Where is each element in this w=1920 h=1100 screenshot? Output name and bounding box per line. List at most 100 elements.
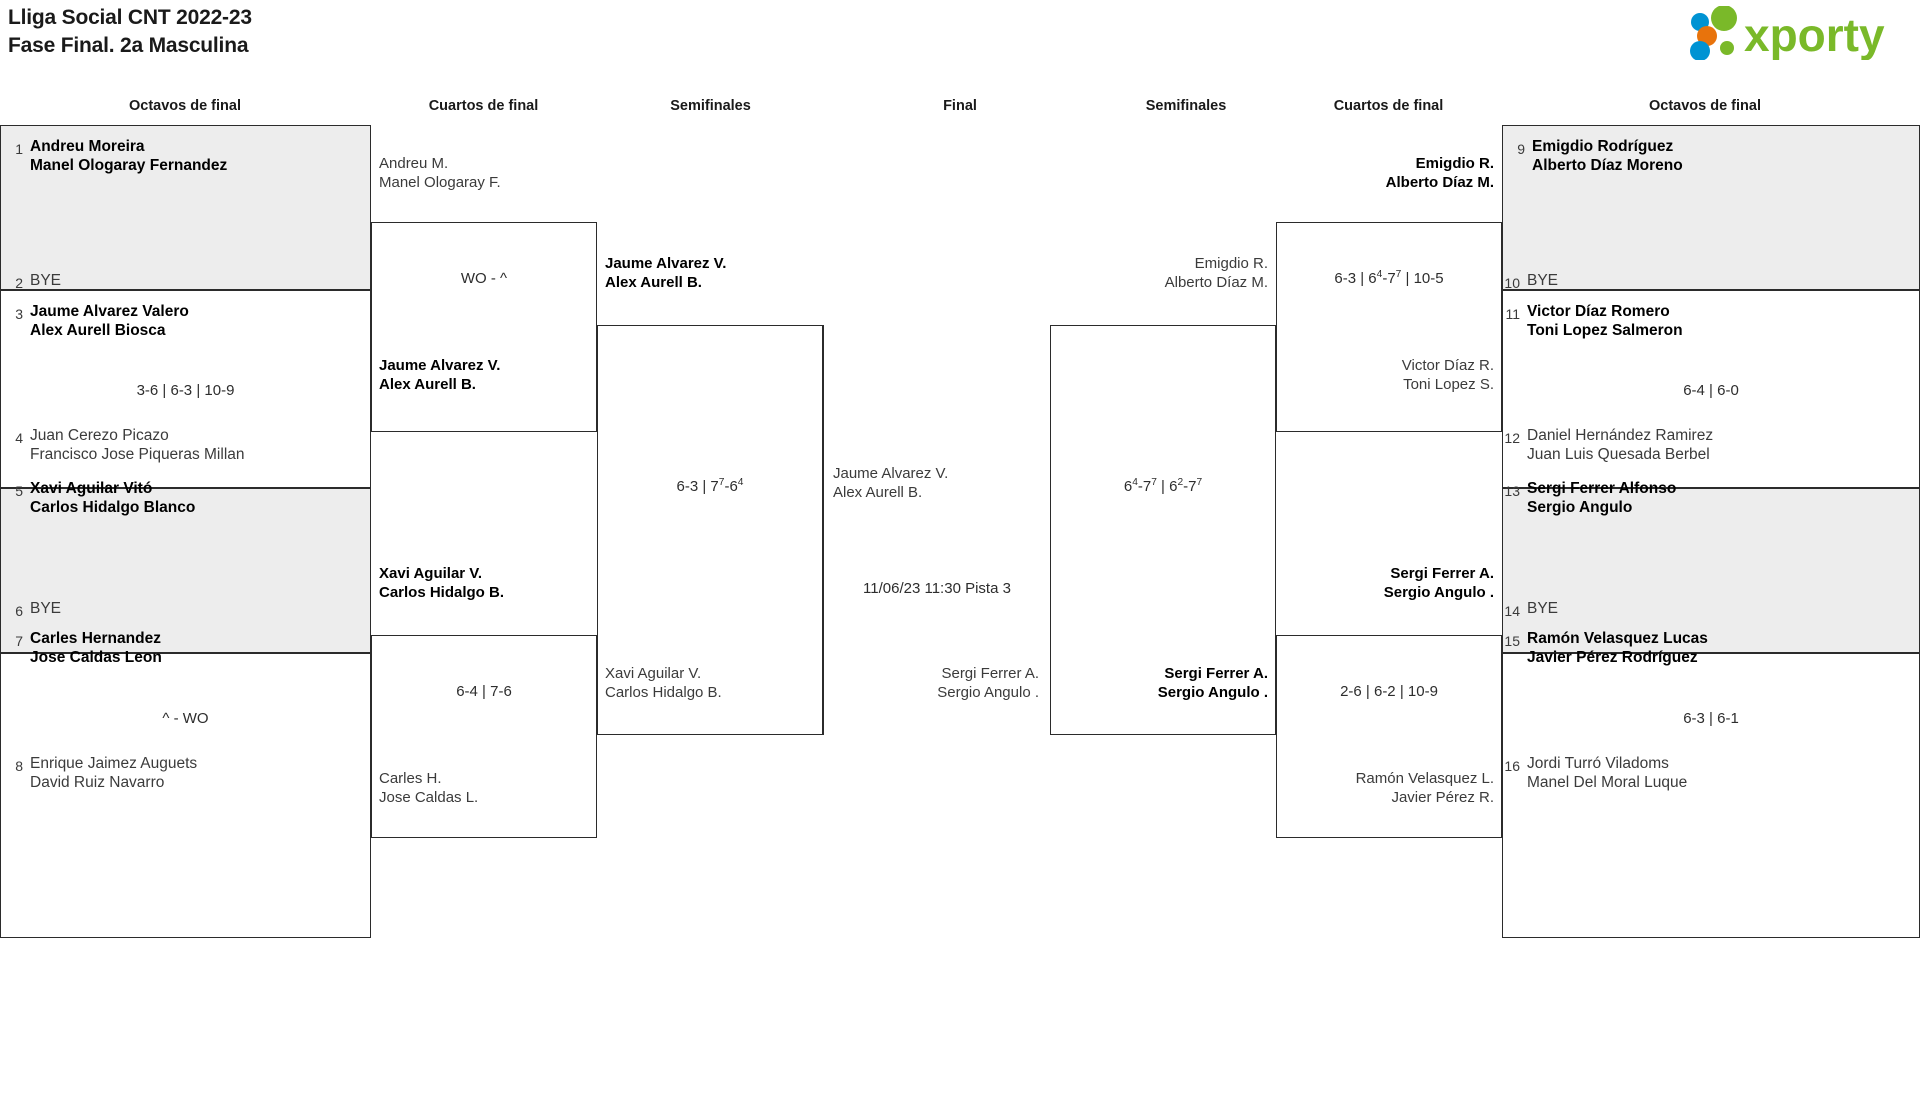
match-box-lq2[interactable] [371, 635, 597, 838]
match-box-l2[interactable] [0, 290, 371, 488]
player-name-1: Daniel Hernández Ramirez [1527, 427, 1714, 444]
player-name-1: Enrique Jaimez Auguets [30, 755, 198, 772]
player-name-1: Emigdio R. [1415, 155, 1494, 172]
match-box-l1[interactable] [0, 125, 371, 290]
player-name-1: Ramón Velasquez Lucas [1527, 630, 1708, 647]
round-header-octavos-right: Octavos de final [1648, 98, 1761, 114]
match-score-final: 11/06/23 11:30 Pista 3 [863, 580, 1011, 597]
title-line-1: Lliga Social CNT 2022-23 [8, 6, 252, 29]
entrant-seed-6[interactable]: 6 BYE [6, 600, 61, 620]
final-top[interactable]: Jaume Alvarez V. Alex Aurell B. [833, 465, 948, 503]
player-name-2: Sergio Angulo . [1157, 683, 1268, 701]
score-text: 64-77 | 62-77 [1123, 477, 1203, 495]
page-title: Lliga Social CNT 2022-23 Fase Final. 2a … [8, 4, 252, 60]
seed-number: 10 [1504, 275, 1520, 291]
player-name-1: Ramón Velasquez L. [1355, 770, 1494, 787]
player-name-2: Carlos Hidalgo Blanco [30, 498, 196, 516]
entrant-seed-1[interactable]: 1 Andreu Moreira Manel Ologaray Fernande… [6, 138, 227, 176]
entrant-seed-2[interactable]: 2 BYE [6, 272, 61, 292]
seed-number: 7 [15, 633, 23, 649]
entrant-seed-13[interactable]: 13 Sergi Ferrer Alfonso Sergio Angulo [1503, 480, 1676, 518]
semifinal-right-top[interactable]: Emigdio R. Alberto Díaz M. [1050, 255, 1268, 293]
seed-number: 11 [1505, 306, 1520, 322]
cuartos-left-1-bottom[interactable]: Jaume Alvarez V. Alex Aurell B. [379, 357, 500, 395]
player-name-1: Sergi Ferrer A. [941, 665, 1039, 682]
player-name-2: Alex Aurell B. [833, 483, 923, 501]
score-text: 2-6 | 6-2 | 10-9 [1340, 683, 1438, 700]
player-name-1: Andreu Moreira [30, 138, 145, 155]
match-box-lq1[interactable] [371, 222, 597, 432]
entrant-seed-14[interactable]: 14 BYE [1503, 600, 1558, 620]
player-name-1: Juan Cerezo Picazo [30, 427, 169, 444]
seed-number: 13 [1504, 483, 1520, 499]
round-header-semis-left: Semifinales [670, 98, 751, 114]
seed-number: 3 [15, 306, 23, 322]
cuartos-left-1-top[interactable]: Andreu M. Manel Ologaray F. [379, 155, 501, 193]
player-name-1: Jaume Alvarez V. [379, 357, 501, 374]
seed-number: 12 [1504, 430, 1520, 446]
match-box-rq2[interactable] [1276, 635, 1502, 838]
match-box-rs1[interactable] [1050, 325, 1276, 735]
player-name-2: Toni Lopez Salmeron [1527, 321, 1683, 339]
cuartos-left-2-top[interactable]: Xavi Aguilar V. Carlos Hidalgo B. [379, 565, 504, 603]
entrant-seed-8[interactable]: 8 Enrique Jaimez Auguets David Ruiz Nava… [6, 755, 197, 793]
cuartos-right-2-bottom[interactable]: Ramón Velasquez L. Javier Pérez R. [1276, 770, 1494, 808]
entrant-seed-11[interactable]: 11 Victor Díaz Romero Toni Lopez Salmero… [1503, 303, 1683, 341]
cuartos-right-1-top[interactable]: Emigdio R. Alberto Díaz M. [1276, 155, 1494, 193]
match-score-rs1: 64-77 | 62-77 [1050, 477, 1276, 496]
match-box-rq1[interactable] [1276, 222, 1502, 432]
player-name-2: Manel Ologaray Fernandez [30, 156, 228, 174]
match-box-ls1[interactable] [597, 325, 823, 735]
seed-number: 16 [1504, 758, 1520, 774]
player-name-1: Jaume Alvarez V. [605, 255, 727, 272]
score-text: 6-3 | 64-77 | 10-5 [1334, 269, 1444, 287]
match-box-r3[interactable] [1502, 488, 1920, 653]
seed-number: 2 [15, 275, 23, 291]
final-connector-left [823, 325, 824, 735]
final-bottom[interactable]: Sergi Ferrer A. Sergio Angulo . [824, 665, 1039, 703]
player-name-2: Alberto Díaz M. [1164, 273, 1268, 291]
player-name-2: Jose Caldas L. [379, 788, 479, 806]
player-name-1: Emigdio Rodríguez [1532, 138, 1674, 155]
cuartos-left-2-bottom[interactable]: Carles H. Jose Caldas L. [379, 770, 478, 808]
player-name-2: David Ruiz Navarro [30, 773, 165, 791]
entrant-seed-5[interactable]: 5 Xavi Aguilar Vitó Carlos Hidalgo Blanc… [6, 480, 195, 518]
semifinal-left-bottom[interactable]: Xavi Aguilar V. Carlos Hidalgo B. [605, 665, 722, 703]
player-name-2: Javier Pérez Rodríguez [1527, 648, 1698, 666]
seed-number: 9 [1517, 141, 1525, 157]
cuartos-right-2-top[interactable]: Sergi Ferrer A. Sergio Angulo . [1276, 565, 1494, 603]
xporty-logo[interactable]: xporty [1680, 6, 1910, 60]
entrant-seed-9[interactable]: 9 Emigdio Rodríguez Alberto Díaz Moreno [1508, 138, 1683, 176]
player-name-1: Xavi Aguilar Vitó [30, 480, 153, 497]
score-text: 6-3 | 77-64 [676, 477, 744, 495]
entrant-seed-4[interactable]: 4 Juan Cerezo Picazo Francisco Jose Piqu… [6, 427, 244, 465]
entrant-seed-12[interactable]: 12 Daniel Hernández Ramirez Juan Luis Qu… [1503, 427, 1713, 465]
player-name-2: Jose Caldas Leon [30, 648, 162, 666]
match-score-ls1: 6-3 | 77-64 [597, 477, 823, 496]
player-name-2: Alberto Díaz M. [1385, 173, 1494, 191]
player-name-2: Alex Aurell B. [379, 375, 476, 393]
match-box-r1[interactable] [1502, 125, 1920, 290]
player-name-2: Carlos Hidalgo B. [605, 683, 722, 701]
player-name-1: Jaume Alvarez V. [833, 465, 949, 482]
entrant-seed-16[interactable]: 16 Jordi Turró Viladoms Manel Del Moral … [1503, 755, 1687, 793]
player-name-2: Carlos Hidalgo B. [379, 583, 505, 601]
player-name-1: Andreu M. [379, 155, 449, 172]
player-name-1: Carles H. [379, 770, 442, 787]
match-box-r4[interactable] [1502, 653, 1920, 938]
semifinal-left-top[interactable]: Jaume Alvarez V. Alex Aurell B. [605, 255, 726, 293]
match-box-l4[interactable] [0, 653, 371, 938]
match-box-r2[interactable] [1502, 290, 1920, 488]
entrant-seed-7[interactable]: 7 Carles Hernandez Jose Caldas Leon [6, 630, 162, 668]
match-box-l3[interactable] [0, 488, 371, 653]
entrant-seed-3[interactable]: 3 Jaume Alvarez Valero Alex Aurell Biosc… [6, 303, 189, 341]
title-line-2: Fase Final. 2a Masculina [8, 33, 249, 57]
match-score-lq2: 6-4 | 7-6 [456, 683, 512, 700]
entrant-seed-15[interactable]: 15 Ramón Velasquez Lucas Javier Pérez Ro… [1503, 630, 1708, 668]
entrant-seed-10[interactable]: 10 BYE [1503, 272, 1558, 292]
semifinal-right-bottom[interactable]: Sergi Ferrer A. Sergio Angulo . [1050, 665, 1268, 703]
match-score-r4: 6-3 | 6-1 [1683, 710, 1739, 727]
player-name-2: Alex Aurell B. [605, 273, 702, 291]
cuartos-right-1-bottom[interactable]: Victor Díaz R. Toni Lopez S. [1276, 357, 1494, 395]
player-name-1: Carles Hernandez [30, 630, 161, 647]
